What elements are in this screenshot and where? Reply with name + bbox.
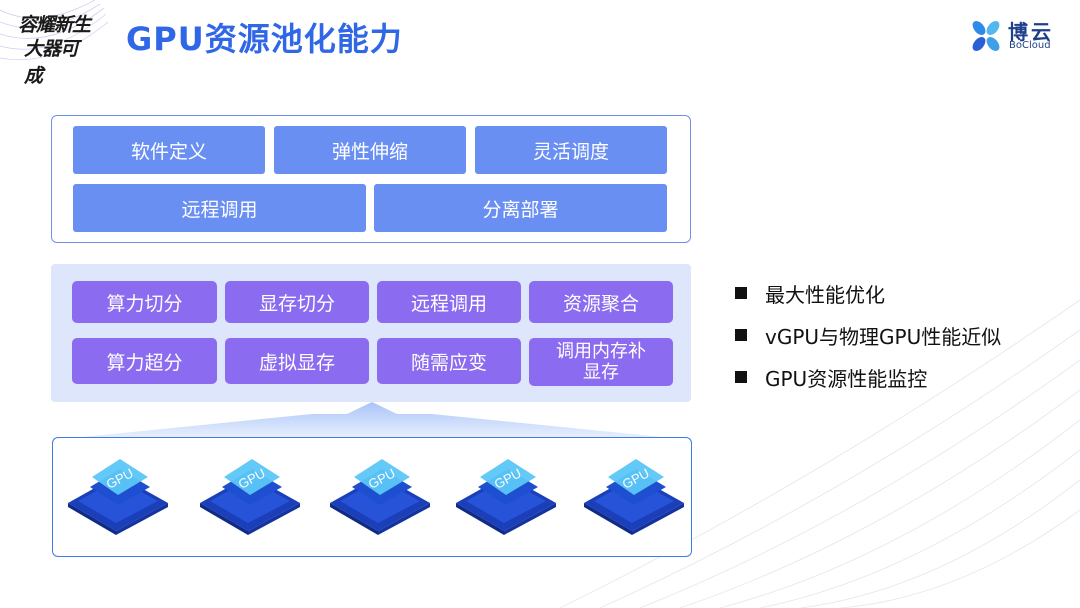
feature-ram-supplement: 调用内存补 显存	[529, 338, 673, 386]
logo-chinese-name: 博云	[1008, 20, 1054, 44]
feature-resource-aggregation: 资源聚合	[529, 281, 673, 323]
capability-separate-deployment: 分离部署	[374, 184, 667, 232]
upward-arrow	[72, 402, 672, 438]
benefit-list: 最大性能优化 vGPU与物理GPU性能近似 GPU资源性能监控	[735, 272, 1001, 398]
gpu-chip-icon: GPU	[200, 459, 300, 535]
capability-flexible-scheduling: 灵活调度	[475, 126, 667, 174]
feature-memory-slicing: 显存切分	[225, 281, 369, 323]
capability-remote-invocation: 远程调用	[73, 184, 366, 232]
benefit-text: vGPU与物理GPU性能近似	[765, 324, 1002, 349]
benefit-text: GPU资源性能监控	[765, 366, 928, 391]
gpu-chip-icon: GPU	[584, 459, 684, 535]
logo-english-name: BoCloud	[1009, 40, 1051, 51]
feature-compute-overcommit: 算力超分	[72, 338, 217, 384]
bocloud-logo-icon	[972, 21, 1000, 51]
square-bullet-icon	[735, 287, 747, 299]
page-title: GPU资源池化能力	[126, 20, 403, 58]
feature-remote-invocation: 远程调用	[377, 281, 521, 323]
gpu-chip-icon: GPU	[330, 459, 430, 535]
feature-compute-slicing: 算力切分	[72, 281, 217, 323]
company-logo: 博云 BoCloud	[968, 16, 1068, 56]
benefit-text: 最大性能优化	[765, 282, 885, 307]
feature-virtual-memory: 虚拟显存	[225, 338, 369, 384]
capability-elastic-scaling: 弹性伸缩	[274, 126, 466, 174]
event-brand-mark: 容耀新生 大器可成	[10, 8, 91, 87]
feature-ram-supplement-label: 调用内存补 显存	[556, 341, 646, 383]
list-item: 最大性能优化	[735, 272, 1001, 314]
square-bullet-icon	[735, 371, 747, 383]
gpu-chip-icon: GPU	[456, 459, 556, 535]
brand-line-1: 容耀新生	[18, 14, 91, 36]
square-bullet-icon	[735, 329, 747, 341]
brand-line-2: 大器可成	[24, 38, 79, 87]
gpu-chip-icon: GPU	[68, 459, 168, 535]
feature-on-demand: 随需应变	[377, 338, 521, 384]
list-item: GPU资源性能监控	[735, 356, 1001, 398]
capability-software-defined: 软件定义	[73, 126, 265, 174]
list-item: vGPU与物理GPU性能近似	[735, 314, 1001, 356]
